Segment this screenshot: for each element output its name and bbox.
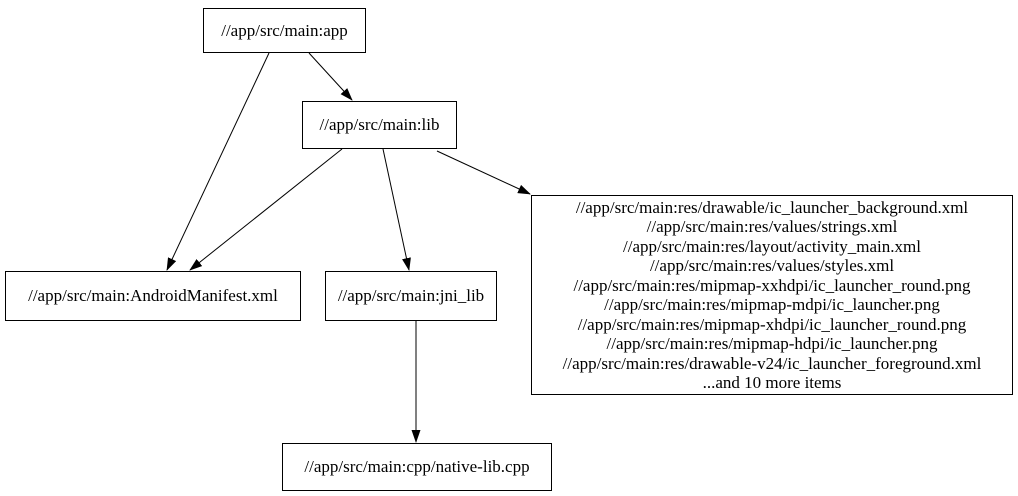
node-app: //app/src/main:app bbox=[203, 8, 366, 53]
node-android-manifest: //app/src/main:AndroidManifest.xml bbox=[5, 271, 301, 321]
edge-lib-to-resources bbox=[436, 150, 531, 195]
edge-lib-to-jni-lib bbox=[382, 148, 411, 271]
resource-line: //app/src/main:res/drawable-v24/ic_launc… bbox=[562, 353, 982, 373]
node-app-label: //app/src/main:app bbox=[221, 20, 348, 40]
node-jni-lib: //app/src/main:jni_lib bbox=[325, 271, 497, 321]
edge-lib-to-manifest bbox=[189, 148, 343, 271]
resource-line-more: ...and 10 more items bbox=[702, 373, 842, 392]
resource-line: //app/src/main:res/values/strings.xml bbox=[646, 217, 898, 236]
node-native-lib-cpp-label: //app/src/main:cpp/native-lib.cpp bbox=[304, 457, 530, 476]
node-lib-label: //app/src/main:lib bbox=[319, 115, 440, 134]
resource-line: //app/src/main:res/mipmap-hdpi/ic_launch… bbox=[606, 334, 938, 353]
node-lib: //app/src/main:lib bbox=[302, 101, 457, 149]
node-android-manifest-label: //app/src/main:AndroidManifest.xml bbox=[28, 286, 278, 305]
resource-line: //app/src/main:res/layout/activity_main.… bbox=[623, 236, 921, 256]
resource-line: //app/src/main:res/mipmap-xhdpi/ic_launc… bbox=[577, 314, 967, 334]
node-native-lib-cpp: //app/src/main:cpp/native-lib.cpp bbox=[282, 443, 552, 491]
resource-line: //app/src/main:res/mipmap-xxhdpi/ic_laun… bbox=[573, 275, 971, 295]
resource-line: //app/src/main:res/values/styles.xml bbox=[649, 256, 895, 275]
node-resources-group: //app/src/main:res/drawable/ic_launcher_… bbox=[531, 195, 1013, 395]
node-jni-lib-label: //app/src/main:jni_lib bbox=[337, 286, 485, 305]
edge-app-to-lib bbox=[308, 52, 353, 101]
resource-line: //app/src/main:res/mipmap-mdpi/ic_launch… bbox=[604, 295, 940, 314]
resource-line: //app/src/main:res/drawable/ic_launcher_… bbox=[575, 197, 969, 217]
edge-app-to-manifest bbox=[166, 52, 270, 271]
